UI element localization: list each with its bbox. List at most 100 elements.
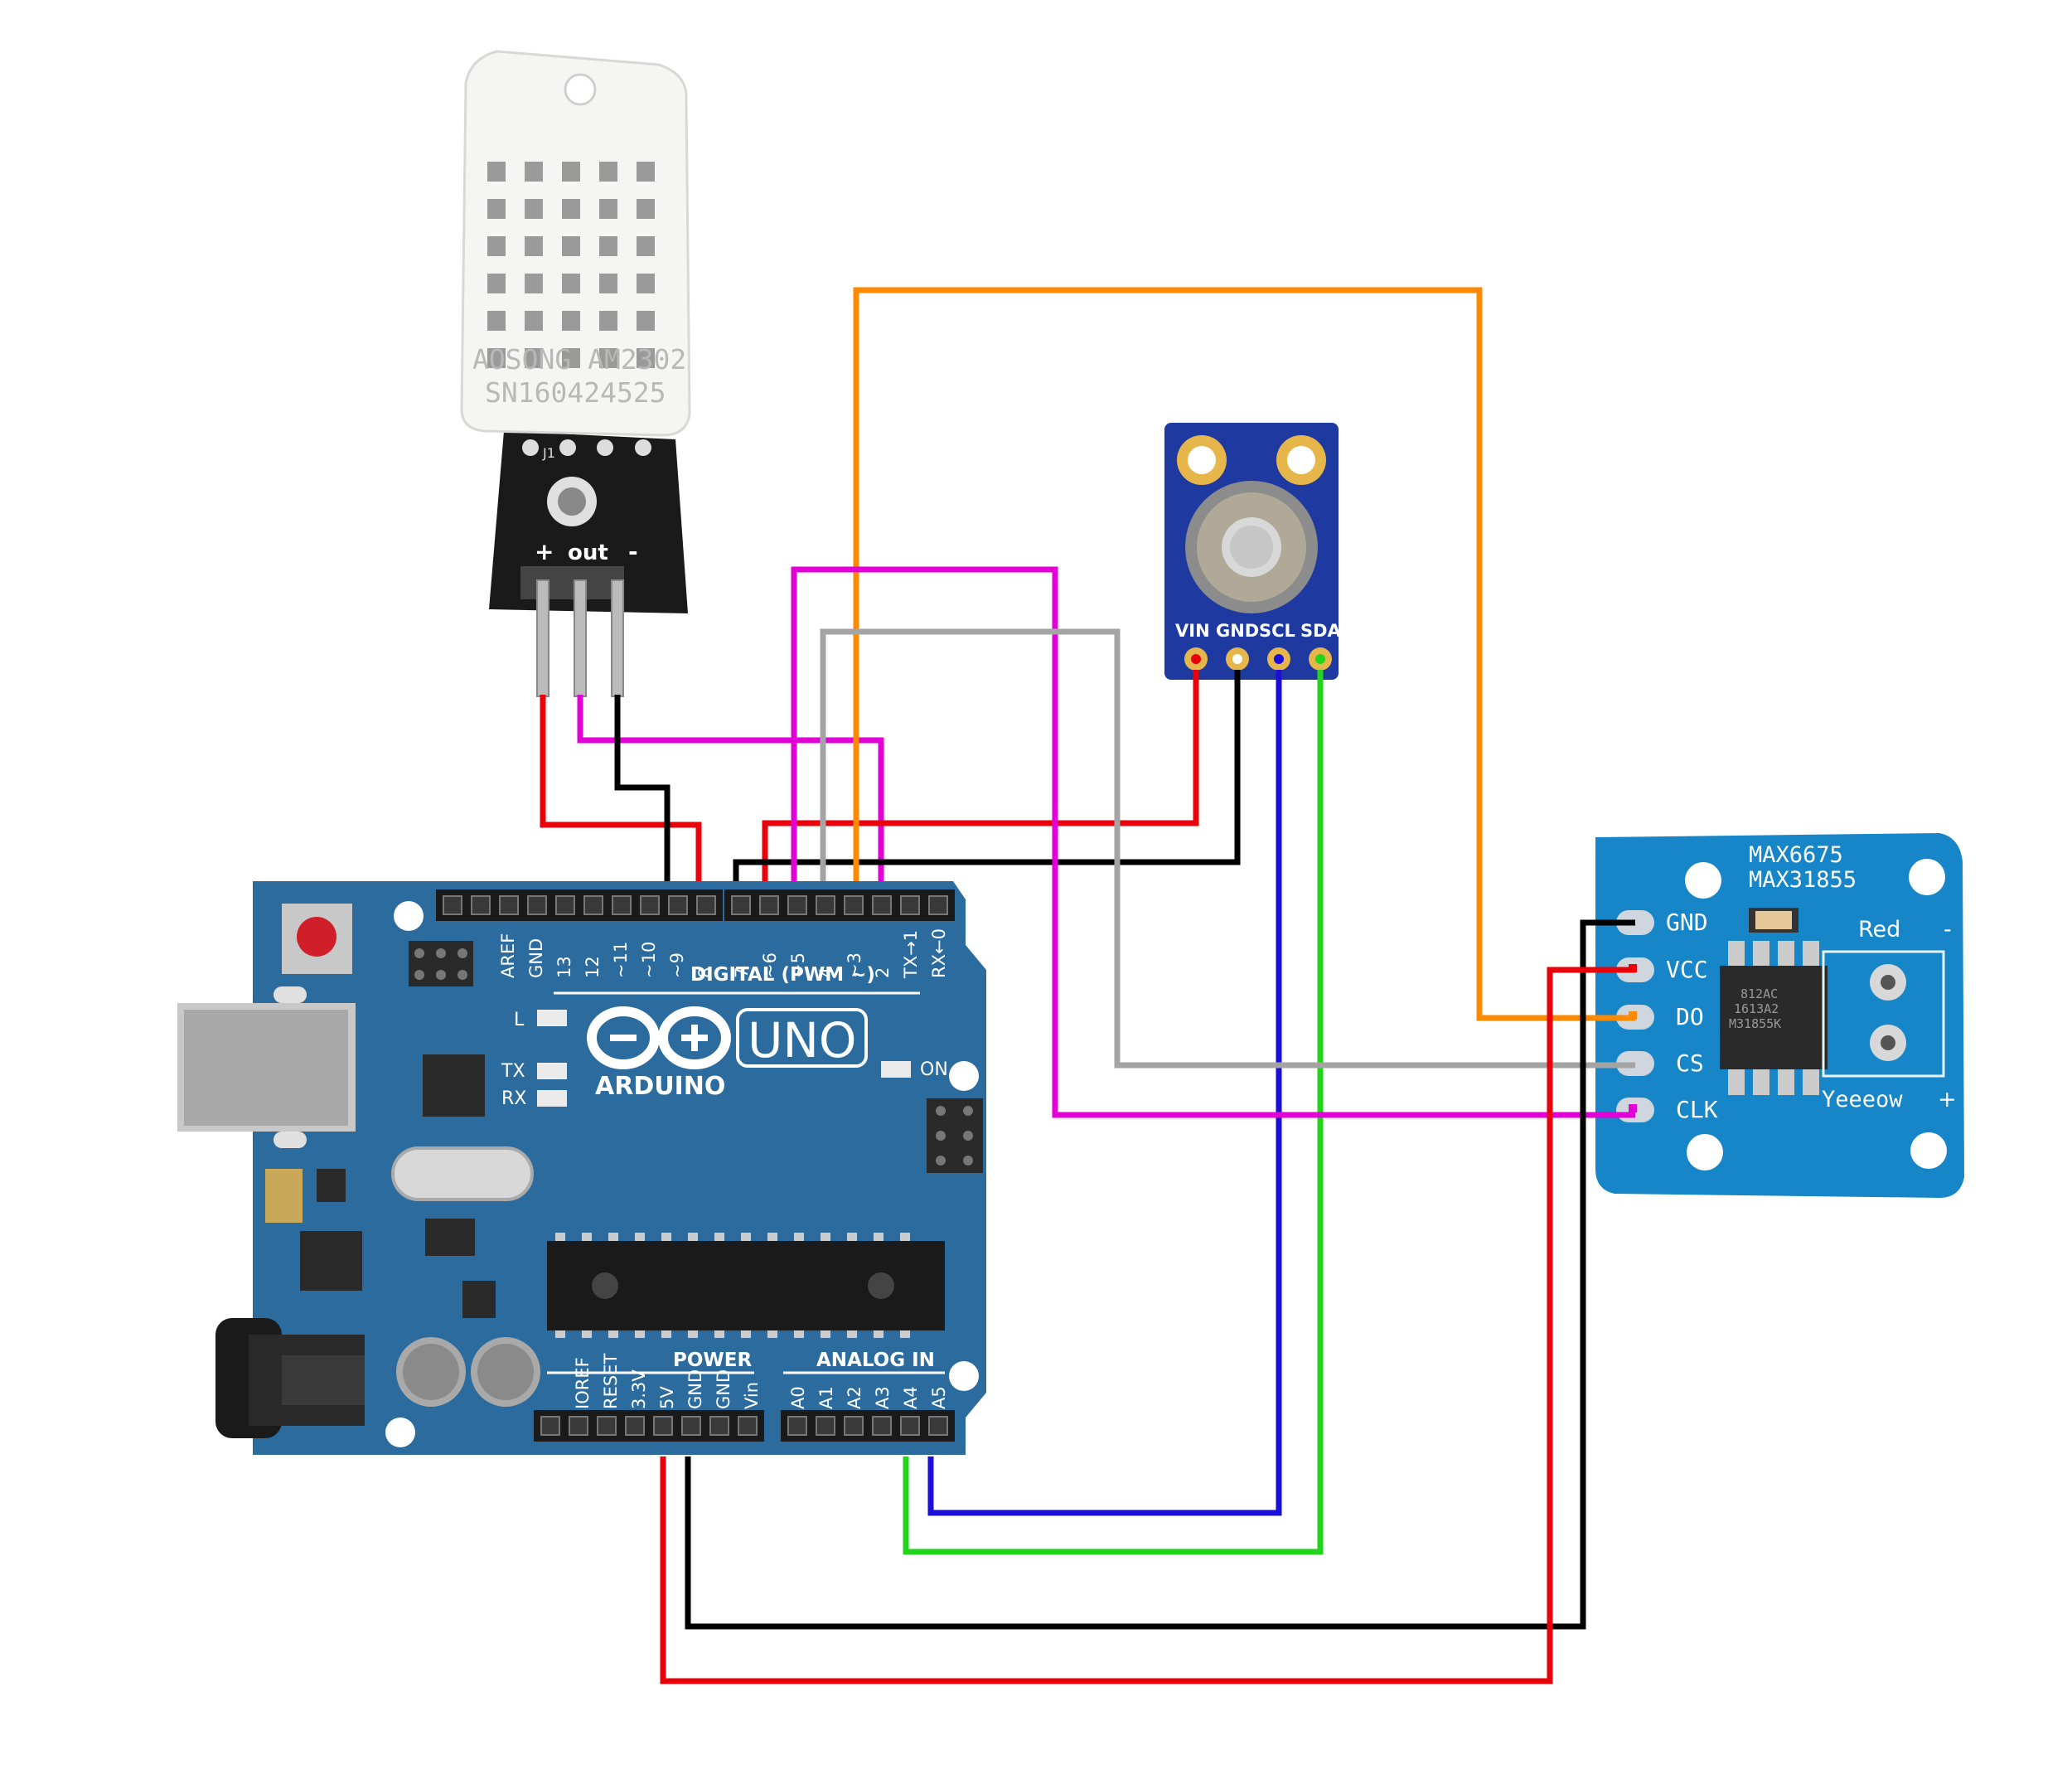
ir-pin-pads — [1184, 647, 1332, 671]
ir-pin-label-sda: SDA — [1300, 621, 1342, 641]
power-pin-label: GND — [714, 1369, 733, 1409]
digital-left-pin-label: GND — [526, 938, 546, 978]
wire-ir-vin-red — [762, 670, 1199, 881]
digital-right-pin-label: ~5 — [788, 952, 808, 978]
digital-header-left-socket — [612, 895, 632, 915]
digital-left-pin-label: ~9 — [667, 952, 687, 978]
module-title-1: MAX6675 — [1749, 842, 1843, 868]
power-pin-label: 5V — [657, 1386, 677, 1409]
digital-header-right-socket — [928, 895, 948, 915]
power-pin-label: IOREF — [573, 1357, 593, 1409]
module-pin-label-vcc: VCC — [1666, 956, 1708, 983]
power-header-socket — [597, 1416, 617, 1436]
module-pin-label-cs: CS — [1676, 1049, 1704, 1077]
wire-module-gnd-black — [685, 919, 1635, 1630]
regulator — [300, 1231, 362, 1291]
dht-sensor: J1 + out - AOSONG AM2302 SN160424525 — [460, 50, 691, 697]
digital-header-left-socket — [499, 895, 519, 915]
digital-left-pin-label: 12 — [583, 956, 603, 978]
atmega-dot — [868, 1272, 894, 1299]
power-header-socket — [738, 1416, 758, 1436]
analog-pin-label: A1 — [816, 1386, 836, 1409]
analog-pin-label: A0 — [788, 1386, 808, 1409]
module-pin-label-clk: CLK — [1676, 1096, 1718, 1123]
dht-vent-slot — [525, 199, 543, 219]
wire-dht-out-magenta — [577, 695, 884, 881]
analog-header — [781, 1410, 955, 1442]
digital-header-right-socket — [900, 895, 920, 915]
dht-vent-slot — [637, 348, 655, 368]
wire-module-cs-gray — [820, 628, 1635, 1069]
dht-vent-slot — [637, 199, 655, 219]
digital-header-label: DIGITAL (PWM ~) — [690, 964, 875, 986]
digital-header-right — [724, 889, 955, 921]
dht-pin-minus-label: - — [628, 538, 638, 565]
dht-vent-slot — [562, 199, 580, 219]
dht-vent-slot — [637, 311, 655, 331]
power-pin-label: Vin — [742, 1382, 762, 1409]
digital-header-left-socket — [471, 895, 491, 915]
led-label-on: ON — [920, 1059, 948, 1080]
digital-header-right-socket — [816, 895, 835, 915]
capacitor-tantalum — [265, 1169, 303, 1223]
dht-vent-slot — [525, 311, 543, 331]
atmega-dot — [592, 1272, 618, 1299]
analog-header-socket — [844, 1416, 864, 1436]
analog-pin-label: A3 — [873, 1386, 893, 1409]
ir-pin-label-gnd: GND — [1216, 621, 1259, 641]
ir-pin-label-scl: SCL — [1259, 621, 1295, 641]
analog-header-label: ANALOG IN — [816, 1350, 935, 1371]
dht-vent-slot — [525, 274, 543, 293]
dht-vent-slot — [562, 162, 580, 182]
dht-vent-slot — [525, 162, 543, 182]
power-pin-label: GND — [685, 1369, 705, 1409]
digital-header-right-socket — [787, 895, 807, 915]
dht-vent-slot — [487, 274, 506, 293]
dht-vent-grid — [487, 162, 655, 368]
dht-brand-text: AOSONG AM2302 — [472, 343, 686, 376]
reset-button[interactable] — [282, 904, 352, 974]
arduino-uno: L TX RX ON ARDUINO UNO DIGITAL (PWM ~) P… — [177, 881, 986, 1455]
digital-header-left-socket — [668, 895, 688, 915]
power-header-socket — [540, 1416, 560, 1436]
module-title-2: MAX31855 — [1749, 867, 1857, 893]
chip-line-2: 1613A2 — [1734, 1001, 1779, 1016]
ir-pin-label-vin: VIN — [1175, 621, 1210, 641]
dht-vent-slot — [599, 162, 617, 182]
wire-dht-gnd-black — [614, 695, 670, 881]
digital-left-pin-label: 13 — [554, 956, 574, 978]
wire-ir-gnd-black — [733, 670, 1241, 881]
ir-sensor: VIN GND SCL SDA — [1164, 423, 1342, 680]
digital-header-left-socket — [583, 895, 603, 915]
led-label-l: L — [514, 1010, 525, 1030]
dht-vent-slot — [637, 236, 655, 256]
small-ic-2 — [462, 1281, 496, 1318]
digital-header-right-socket — [731, 895, 751, 915]
digital-left-pin-label: ~11 — [611, 942, 631, 978]
digital-header-left-socket — [443, 895, 462, 915]
digital-header-left-socket — [527, 895, 547, 915]
dht-vent-slot — [525, 348, 543, 368]
power-header-label: POWER — [673, 1350, 752, 1371]
crystal — [391, 1146, 534, 1201]
wire-module-clk-magenta — [791, 566, 1635, 1118]
power-header-socket — [625, 1416, 645, 1436]
analog-header-socket — [872, 1416, 892, 1436]
digital-header-right-socket — [759, 895, 779, 915]
terminal-label-red: Red — [1858, 917, 1900, 943]
analog-header-socket — [816, 1416, 835, 1436]
icsp-header-top — [409, 941, 473, 986]
analog-header-socket — [787, 1416, 807, 1436]
power-header-socket — [709, 1416, 729, 1436]
digital-left-pin-label: 8 — [695, 967, 715, 978]
module-pin-label-do: DO — [1676, 1003, 1704, 1030]
digital-right-pin-label: RX←0 — [929, 928, 949, 978]
chip-line-3: 812AC — [1740, 986, 1778, 1001]
dht-vent-slot — [487, 236, 506, 256]
terminal-label-plus: + — [1938, 1087, 1957, 1112]
digital-header-left-socket — [640, 895, 660, 915]
module-chip: M31855K 1613A2 812AC — [1720, 908, 1828, 1095]
dht-vent-slot — [599, 236, 617, 256]
atmega-chip — [547, 1233, 945, 1338]
